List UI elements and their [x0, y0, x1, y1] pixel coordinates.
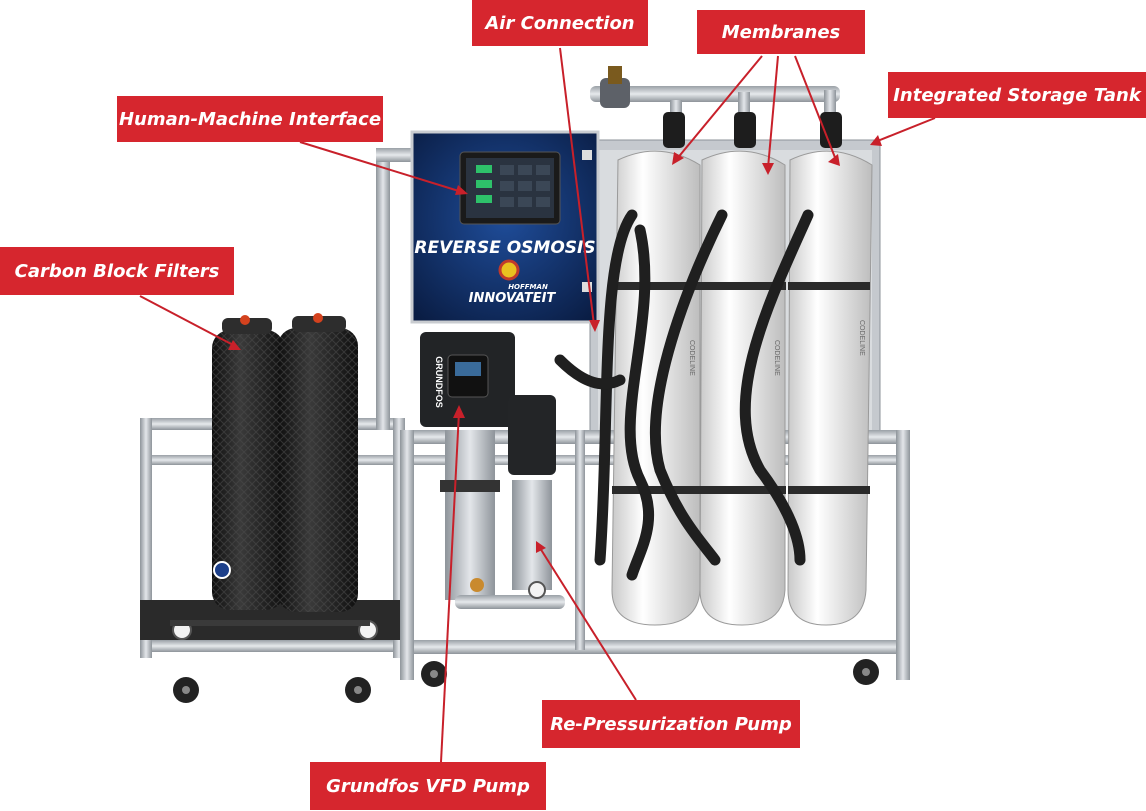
repressurization-motor [508, 395, 556, 475]
pump-brand: GRUNDFOS [434, 356, 444, 408]
leader-membrane-3 [794, 55, 837, 161]
panel-latch [582, 150, 592, 160]
leader-lines [139, 47, 936, 763]
hoffman-logo-icon [498, 259, 520, 281]
brand-top: HOFFMAN [508, 283, 548, 291]
leader-repressurization-pump [539, 547, 637, 701]
callout-re-pressurization-pump: Re-Pressurization Pump [542, 700, 800, 748]
membrane-brand-2: CODELINE [773, 340, 780, 376]
leader-vfd-pump [440, 411, 460, 763]
arrowheads [228, 135, 882, 553]
callout-air-connection: Air Connection [472, 0, 648, 46]
membrane-brand-3: CODELINE [858, 320, 865, 356]
pipe-elbow [376, 148, 412, 162]
carbon-block-filters [212, 313, 358, 612]
pump-assembly: GRUNDFOS [420, 332, 565, 609]
callout-carbon-block-filters: Carbon Block Filters [0, 247, 234, 295]
callout-membranes: Membranes [697, 10, 865, 54]
leader-membrane-1 [675, 55, 763, 161]
casters [173, 659, 879, 703]
panel-title: REVERSE OSMOSIS [414, 238, 595, 258]
leader-storage-tank [874, 117, 936, 143]
brand-bottom: INNOVATEIT [469, 291, 557, 306]
leader-air-connection [559, 47, 595, 326]
leader-membrane-2 [767, 55, 779, 169]
hoses [554, 209, 814, 581]
top-piping [590, 66, 840, 145]
callout-human-machine-interface: Human-Machine Interface [117, 96, 383, 142]
hmi-buttons [476, 165, 550, 207]
membrane-brand-1: CODELINE [688, 340, 695, 376]
leader-carbon-filters [139, 295, 236, 347]
filter-gauges [170, 620, 378, 640]
vertical-pipe [376, 150, 390, 430]
control-panel: REVERSE OSMOSIS HOFFMAN INNOVATEIT [410, 130, 600, 324]
membranes: CODELINE CODELINE CODELINE [611, 112, 873, 626]
callout-grundfos-vfd-pump: Grundfos VFD Pump [310, 762, 546, 810]
leader-hmi [299, 141, 463, 193]
panel-latch-bottom [582, 282, 592, 292]
callout-integrated-storage-tank: Integrated Storage Tank [888, 72, 1146, 118]
